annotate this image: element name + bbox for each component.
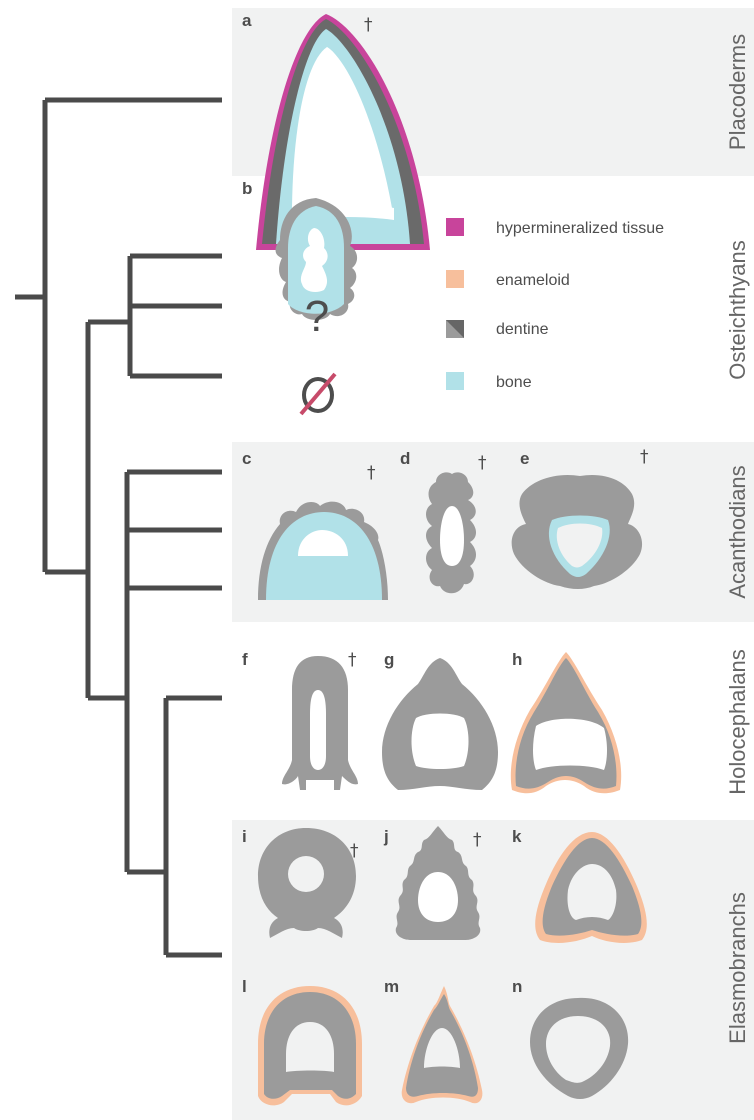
panel-letter-g: g <box>384 650 394 669</box>
specimen-e <box>512 475 642 589</box>
absent-marker-icon <box>301 374 335 414</box>
panel-letter-d: d <box>400 449 410 468</box>
panel-letter-i: i <box>242 827 247 846</box>
panel-letter-e: e <box>520 449 529 468</box>
extinct-marker-a: † <box>364 15 373 35</box>
extinct-marker-j: † <box>473 830 482 850</box>
group-label-holocephalans: Holocephalans <box>725 649 750 795</box>
group-label-osteichthyans: Osteichthyans <box>725 240 750 379</box>
specimen-d <box>426 472 476 593</box>
legend-label-enameloid: enameloid <box>496 272 570 289</box>
legend-swatch-hypermineralized <box>446 218 464 236</box>
extinct-marker-c: † <box>367 463 376 483</box>
panel-letter-l: l <box>242 977 247 996</box>
extinct-marker-e: † <box>640 447 649 467</box>
panel-letter-m: m <box>384 977 399 996</box>
legend-swatch-dentine <box>446 320 464 338</box>
legend-swatch-enameloid <box>446 270 464 288</box>
legend-label-dentine: dentine <box>496 321 549 338</box>
unknown-marker: ? <box>305 292 329 341</box>
panel-letter-h: h <box>512 650 522 669</box>
panel-letter-n: n <box>512 977 522 996</box>
panel-letter-c: c <box>242 449 251 468</box>
panel-letter-a: a <box>242 11 252 30</box>
extinct-marker-d: † <box>478 453 487 473</box>
phylogenetic-tree <box>15 100 222 955</box>
panel-letter-k: k <box>512 827 522 846</box>
legend-label-bone: bone <box>496 374 532 391</box>
specimen-g <box>382 658 498 790</box>
group-label-elasmobranchs: Elasmobranchs <box>725 892 750 1044</box>
specimen-f <box>282 656 358 790</box>
extinct-marker-f: † <box>348 650 357 670</box>
legend-label-hypermineralized: hypermineralized tissue <box>496 220 664 237</box>
legend-swatch-bone <box>446 372 464 390</box>
legend: hypermineralized tissue enameloid dentin… <box>446 218 664 391</box>
group-label-acanthodians: Acanthodians <box>725 465 750 598</box>
panel-letter-j: j <box>383 827 389 846</box>
panel-letter-f: f <box>242 650 248 669</box>
group-label-placoderms: Placoderms <box>725 34 750 150</box>
specimen-h <box>511 652 621 793</box>
specimen-l <box>258 986 362 1105</box>
panel-letter-b: b <box>242 179 252 198</box>
